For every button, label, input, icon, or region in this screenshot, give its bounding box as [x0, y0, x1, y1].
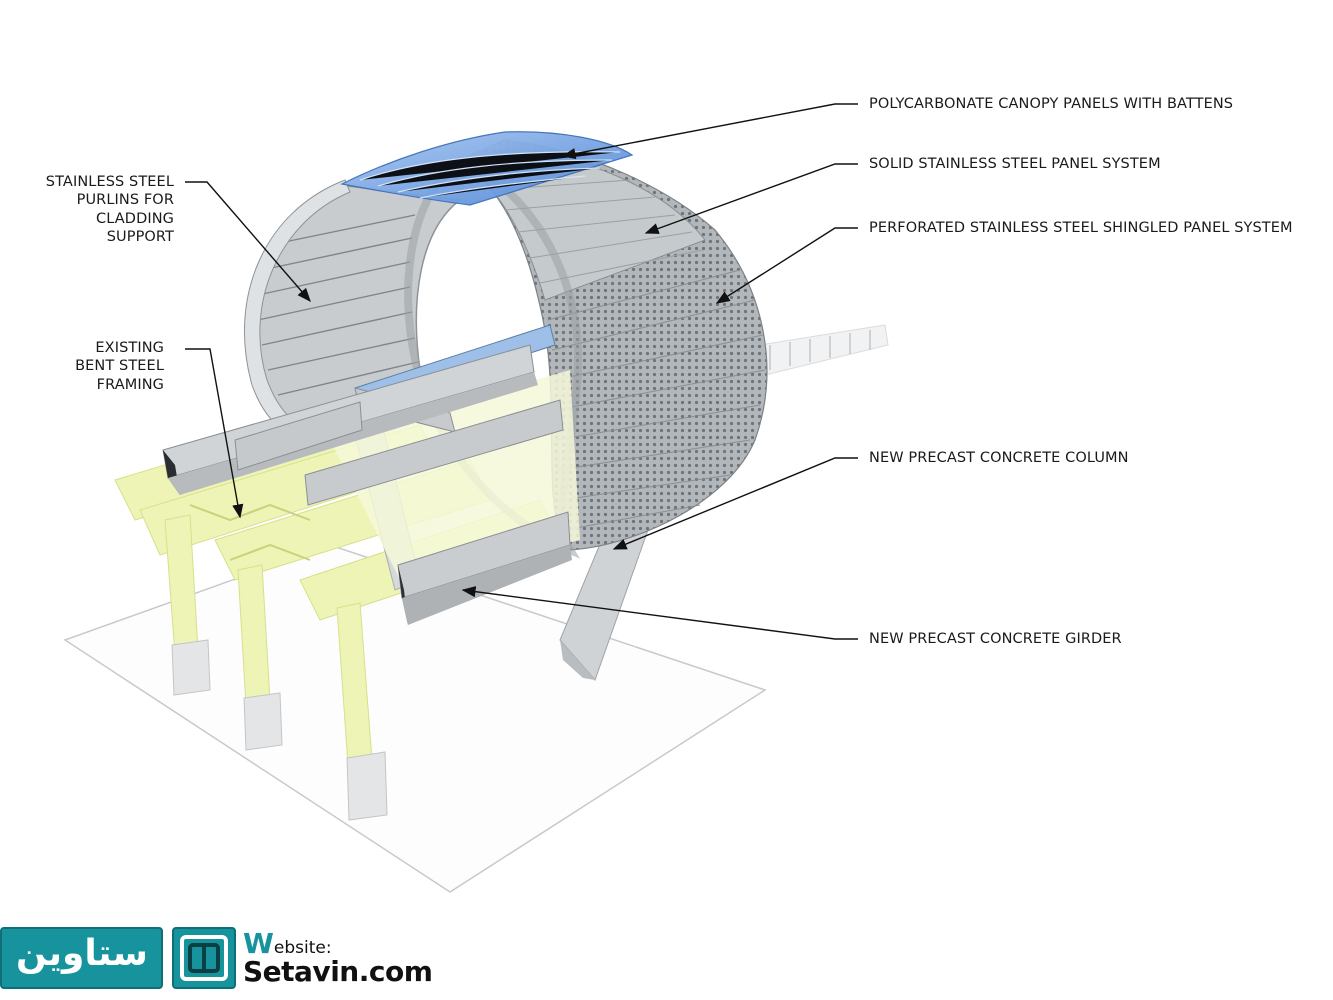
label-framing-line-1: EXISTING: [95, 340, 164, 356]
leader-lines: [185, 103, 858, 640]
label-purlins-line-4: SUPPORT: [106, 229, 174, 246]
label-solid-panel-system: SOLID STAINLESS STEEL PANEL SYSTEM: [869, 156, 1161, 172]
watermark-website-label: Website:: [243, 927, 332, 960]
label-purlins-line-1: STAINLESS STEEL: [45, 174, 174, 190]
label-framing-line-3: FRAMING: [96, 376, 164, 393]
polycarbonate-canopy: [340, 131, 634, 206]
label-purlins-line-2: PURLINS FOR: [76, 192, 174, 209]
label-perforated-panel-system: PERFORATED STAINLESS STEEL SHINGLED PANE…: [869, 220, 1293, 236]
leader-bent-framing: [185, 348, 244, 519]
label-purlins-line-3: CLADDING: [96, 210, 174, 227]
precast-concrete-girders: [162, 324, 572, 625]
setavin-logo-icon: [172, 927, 236, 989]
leader-solid-panel: [644, 163, 858, 234]
watermark-website-initial: W: [243, 927, 274, 960]
watermark-arabic-text: ستاوین: [16, 933, 148, 974]
watermark: ستاوین Website: Setavin.com: [0, 925, 433, 995]
leader-canopy: [561, 103, 858, 160]
label-precast-girder: NEW PRECAST CONCRETE GIRDER: [869, 631, 1122, 647]
label-framing-line-2: BENT STEEL: [75, 358, 164, 375]
label-polycarbonate-canopy: POLYCARBONATE CANOPY PANELS WITH BATTENS: [869, 96, 1234, 112]
watermark-url: Setavin.com: [243, 955, 433, 988]
bridge-rail: [759, 324, 889, 376]
leader-girder: [461, 586, 858, 640]
watermark-arabic-box: ستاوین: [0, 927, 163, 989]
leader-purlins: [185, 181, 311, 303]
leader-perforated-panel: [715, 227, 858, 304]
watermark-website-rest: ebsite:: [273, 938, 332, 958]
label-existing-bent-framing: EXISTING BENT STEEL FRAMING: [75, 339, 164, 394]
label-stainless-purlins: STAINLESS STEEL PURLINS FOR CLADDING SUP…: [46, 173, 174, 247]
label-precast-column: NEW PRECAST CONCRETE COLUMN: [869, 450, 1129, 466]
leader-column: [612, 457, 858, 550]
